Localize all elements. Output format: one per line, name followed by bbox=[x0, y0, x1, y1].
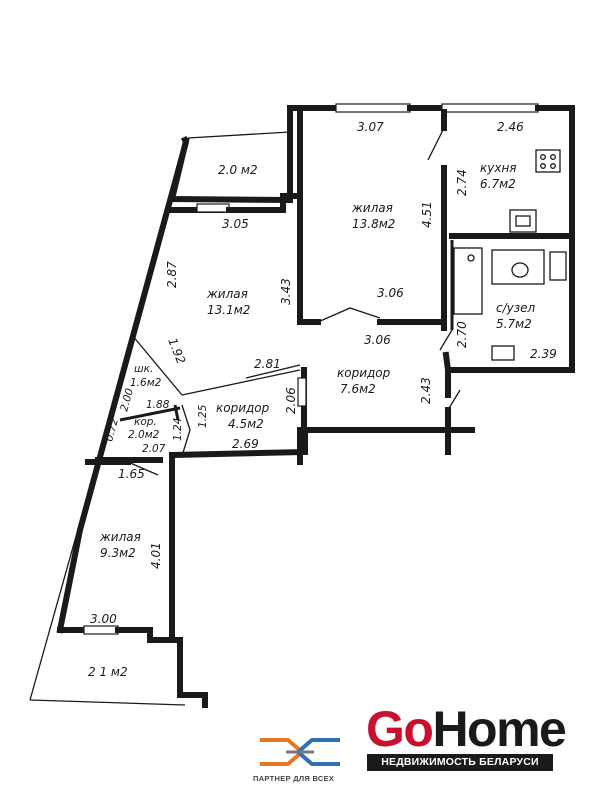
dim-124: 1.24 bbox=[172, 418, 184, 441]
dim-306a: 3.06 bbox=[377, 286, 404, 300]
dim-192: 1.92 bbox=[165, 336, 188, 366]
washbasin-icon bbox=[491, 249, 545, 285]
living-left-name: жилая bbox=[206, 287, 248, 301]
balcony-top-area: 2.0 м2 bbox=[218, 163, 258, 177]
bathroom-area: 5.7м2 bbox=[496, 317, 532, 331]
living-center-area: 13.8м2 bbox=[352, 217, 395, 231]
dim-274: 2.74 bbox=[455, 169, 469, 196]
living-bottom-area: 9.3м2 bbox=[100, 546, 136, 560]
living-bottom-name: жилая bbox=[99, 530, 141, 544]
dim-125: 1.25 bbox=[197, 404, 209, 428]
dim-401: 4.01 bbox=[149, 542, 163, 569]
balcony-bottom-area: 2 1 м2 bbox=[88, 665, 128, 679]
corridor-main-name: коридор bbox=[337, 366, 391, 380]
living-left-area: 13.1м2 bbox=[207, 303, 250, 317]
dim-200: 2.00 bbox=[118, 387, 136, 413]
dim-287: 2.87 bbox=[165, 261, 179, 288]
dim-300: 3.00 bbox=[90, 612, 117, 626]
closet-area: 1.6м2 bbox=[130, 377, 162, 389]
stove-icon bbox=[535, 149, 561, 173]
living-center-name: жилая bbox=[351, 201, 393, 215]
dim-270: 2.70 bbox=[455, 321, 469, 348]
room-labels: 2.0 м2 жилая 13.8м2 кухня 6.7м2 жилая 13… bbox=[88, 161, 536, 679]
dim-207: 2.07 bbox=[142, 443, 166, 455]
dim-206: 2.06 bbox=[284, 387, 298, 414]
dim-072: 0.72 bbox=[103, 417, 121, 443]
partner-logo-icon bbox=[260, 738, 340, 766]
washer-icon bbox=[549, 251, 567, 281]
bathroom-name: с/узел bbox=[496, 301, 536, 315]
corridor-main-area: 7.6м2 bbox=[340, 382, 376, 396]
window-bottom-1 bbox=[83, 625, 119, 635]
kitchen-name: кухня bbox=[480, 161, 517, 175]
toilet-icon bbox=[491, 345, 515, 361]
dim-307: 3.07 bbox=[357, 120, 384, 134]
partner-slogan: ПАРТНЕР ДЛЯ ВСЕХ bbox=[253, 774, 335, 783]
fixtures bbox=[453, 149, 567, 361]
dim-188: 1.88 bbox=[146, 399, 170, 411]
corridor-kor-area: 2.0м2 bbox=[128, 429, 160, 441]
closet-name: шк. bbox=[134, 363, 153, 375]
interior-walls bbox=[85, 109, 569, 643]
corridor-kor-name: кор. bbox=[134, 416, 157, 428]
dim-306b: 3.06 bbox=[364, 333, 391, 347]
logo-home: Home bbox=[432, 701, 566, 757]
corridor-small-name: коридор bbox=[216, 401, 270, 415]
window-top-1 bbox=[335, 103, 411, 113]
kitchen-area: 6.7м2 bbox=[480, 177, 516, 191]
logo-subtitle: НЕДВИЖИМОСТЬ БЕЛАРУСИ bbox=[367, 754, 553, 771]
dim-243: 2.43 bbox=[419, 377, 433, 404]
gohome-logo: GoHome bbox=[366, 701, 567, 757]
window-left-1 bbox=[196, 203, 230, 213]
dim-246: 2.46 bbox=[497, 120, 524, 134]
dim-165: 1.65 bbox=[118, 467, 145, 481]
dim-269: 2.69 bbox=[232, 437, 259, 451]
dim-305: 3.05 bbox=[222, 217, 249, 231]
door-corridor bbox=[297, 377, 307, 407]
dim-343: 3.43 bbox=[279, 278, 293, 305]
logo-go: Go bbox=[366, 701, 434, 757]
dim-239: 2.39 bbox=[530, 347, 557, 361]
dim-451: 4.51 bbox=[420, 201, 434, 228]
window-top-2 bbox=[441, 103, 539, 113]
corridor-small-area: 4.5м2 bbox=[228, 417, 264, 431]
exterior-walls bbox=[29, 103, 575, 708]
dim-281: 2.81 bbox=[254, 357, 281, 371]
